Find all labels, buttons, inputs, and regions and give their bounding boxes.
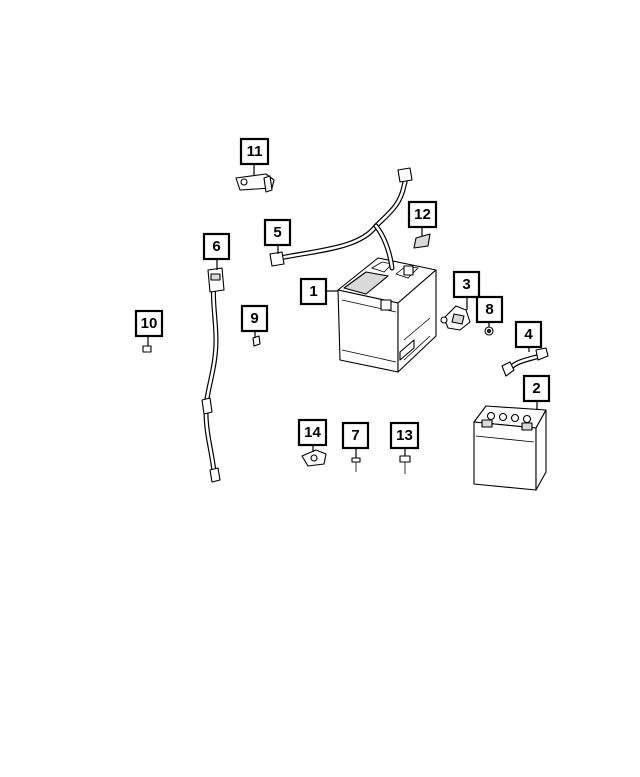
stud-part: [399, 455, 411, 474]
callout-label: 8: [485, 301, 493, 318]
callout-label: 7: [351, 427, 359, 444]
callout-13: 13: [389, 421, 420, 450]
positive-cable-part: [269, 167, 431, 271]
screw-part: [142, 345, 152, 353]
callout-11: 11: [239, 137, 270, 166]
callout-label: 9: [250, 310, 258, 327]
bracket-part: [235, 173, 275, 193]
callout-label: 4: [524, 326, 533, 343]
callout-label: 6: [212, 238, 220, 255]
callout-label: 3: [462, 276, 470, 293]
callout-9: 9: [240, 304, 269, 333]
nut-part: [484, 326, 494, 336]
callout-label: 11: [247, 143, 263, 160]
callout-3: 3: [452, 270, 481, 299]
callout-label: 10: [141, 315, 158, 332]
auxiliary-battery-part: [473, 405, 547, 491]
callout-12: 12: [407, 200, 438, 229]
callout-label: 14: [304, 424, 321, 441]
callout-label: 2: [532, 380, 540, 397]
callout-label: 13: [396, 427, 413, 444]
clip-part: [252, 335, 261, 347]
callout-2: 2: [522, 374, 551, 403]
callout-14: 14: [297, 418, 328, 447]
callout-label: 12: [414, 206, 431, 223]
short-cable-part: [501, 347, 549, 377]
callout-label: 5: [273, 224, 281, 241]
callout-6: 6: [202, 232, 231, 261]
callout-7: 7: [341, 421, 370, 450]
callout-10: 10: [134, 309, 164, 338]
terminal-clamp-part: [301, 449, 327, 467]
negative-cable-part: [201, 267, 225, 483]
battery-sensor-part: [440, 305, 471, 331]
bolt-part: [351, 457, 361, 472]
main-battery-part: [337, 257, 437, 373]
callout-1: 1: [299, 277, 328, 306]
callout-label: 1: [309, 283, 317, 300]
callout-5: 5: [263, 218, 292, 247]
callout-4: 4: [514, 320, 543, 349]
callout-8: 8: [475, 295, 504, 324]
